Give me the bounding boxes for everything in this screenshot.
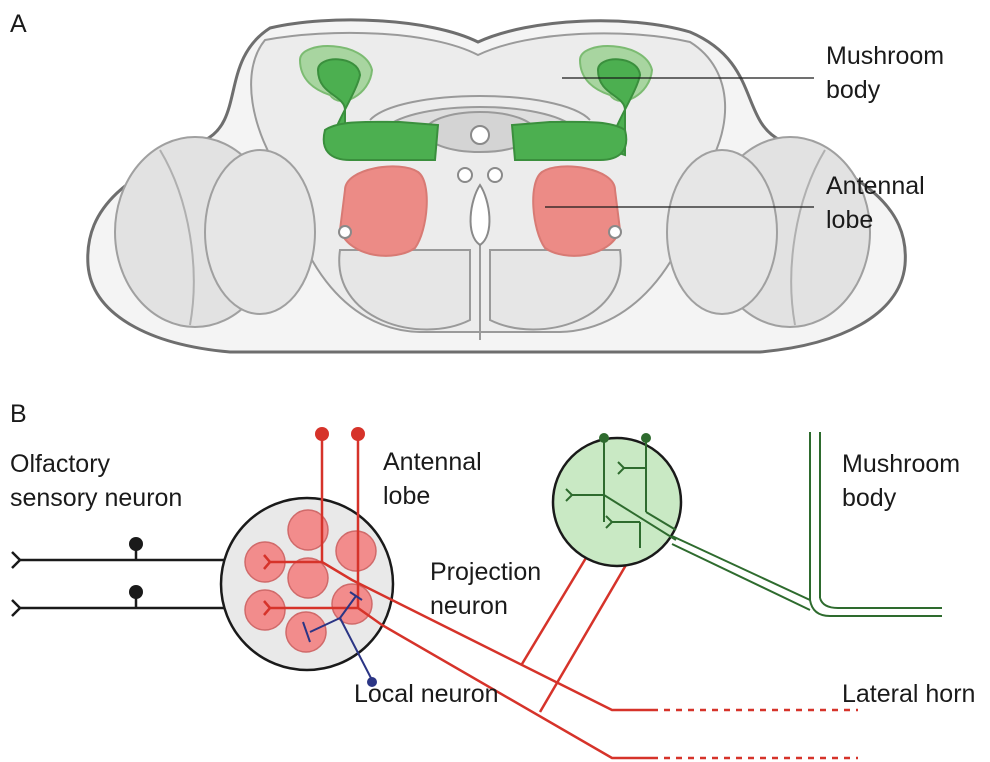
label-projection-neuron-line2: neuron — [430, 592, 508, 620]
osn-soma-2 — [129, 585, 143, 599]
kc-soma-2 — [641, 433, 651, 443]
left-optic-lobe — [115, 137, 315, 327]
label-osn-line2: sensory neuron — [10, 484, 182, 512]
panel-b-letter: B — [10, 400, 27, 428]
panel-a-letter: A — [10, 10, 27, 38]
pn-soma-2 — [351, 427, 365, 441]
label-antennal-lobe-a-line1: Antennal — [826, 172, 925, 200]
label-mushroom-body-b-line2: body — [842, 484, 897, 512]
label-mushroom-body-a-line1: Mushroom — [826, 42, 944, 70]
label-antennal-lobe-b-line2: lobe — [383, 482, 430, 510]
label-osn-line1: Olfactory — [10, 450, 111, 478]
panel-b: B — [10, 400, 975, 758]
kc-soma-1 — [599, 433, 609, 443]
label-mushroom-body-b-line1: Mushroom — [842, 450, 960, 478]
label-mushroom-body-a-line2: body — [826, 76, 881, 104]
label-projection-neuron-line1: Projection — [430, 558, 541, 586]
label-lateral-horn: Lateral horn — [842, 680, 975, 708]
label-local-neuron: Local neuron — [354, 680, 499, 708]
panel-a: A — [10, 10, 944, 352]
label-antennal-lobe-b-line1: Antennal — [383, 448, 482, 476]
osn-soma-1 — [129, 537, 143, 551]
pn-soma-1 — [315, 427, 329, 441]
label-antennal-lobe-a-line2: lobe — [826, 206, 873, 234]
lateral-horn-dashes — [652, 710, 858, 758]
